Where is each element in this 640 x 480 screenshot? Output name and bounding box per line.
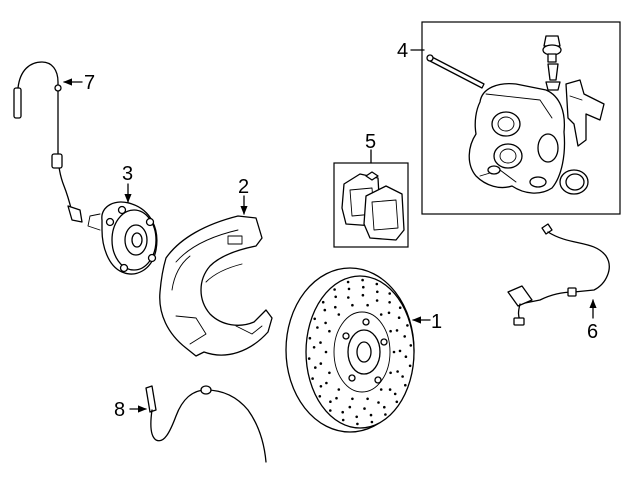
rotor-drill-hole — [329, 400, 332, 404]
rotor-drill-hole — [308, 336, 312, 340]
rotor-drill-hole — [325, 381, 328, 385]
rotor-drill-hole — [366, 397, 369, 401]
rotor-drill-hole — [334, 305, 337, 309]
rotor-drill-hole — [377, 401, 380, 404]
rotor-drill-hole — [319, 341, 322, 344]
rotor-drill-hole — [392, 350, 396, 354]
rotor-drill-hole — [395, 400, 399, 404]
rotor-drill-hole — [384, 413, 387, 416]
rotor-drill-hole — [351, 397, 354, 401]
rotor-drill-hole — [318, 395, 322, 398]
callout-2: 2 — [238, 176, 249, 198]
rotor-drill-hole — [388, 388, 392, 391]
rotor-drill-hole — [328, 371, 331, 375]
rotor-drill-hole — [406, 324, 409, 327]
rotor-drill-hole — [383, 405, 386, 409]
callout-8: 8 — [114, 399, 125, 421]
part-8-rear-speed-sensor[interactable] — [145, 385, 267, 463]
rotor-drill-hole — [324, 350, 328, 354]
rotor-drill-hole — [361, 293, 365, 297]
callout-5: 5 — [365, 131, 376, 153]
part-7-wheel-speed-sensor[interactable] — [13, 61, 83, 223]
rotor-drill-holes — [307, 278, 413, 426]
rotor-drill-hole — [361, 278, 364, 282]
part-1-brake-rotor[interactable] — [285, 267, 415, 433]
rotor-drill-hole — [347, 296, 350, 299]
rotor-drill-hole — [316, 326, 319, 329]
rotor-drill-hole — [389, 371, 392, 375]
callout-7: 7 — [84, 72, 95, 94]
rotor-drill-hole — [401, 375, 404, 378]
rotor-drill-hole — [323, 308, 327, 312]
rotor-drill-hole — [312, 346, 316, 349]
rotor-drill-hole — [348, 405, 352, 409]
callout-4: 4 — [397, 40, 408, 62]
callout-1: 1 — [431, 311, 442, 333]
callout-6: 6 — [587, 321, 598, 343]
rotor-drill-hole — [393, 392, 397, 396]
rotor-drill-hole — [362, 285, 365, 289]
rotor-drill-hole — [404, 355, 408, 359]
rotor-drill-hole — [403, 335, 407, 338]
rotor-drill-hole — [347, 287, 351, 291]
rotor-drill-hole — [408, 364, 412, 368]
rotor-drill-hole — [375, 299, 379, 302]
rotor-drill-hole — [397, 316, 401, 320]
rotor-drill-hole — [321, 300, 325, 304]
rotor-drill-hole — [409, 344, 413, 347]
rotor-drill-hole — [375, 282, 379, 286]
rotor-drill-hole — [379, 313, 383, 316]
rotor-drill-hole — [329, 409, 332, 412]
callout-3: 3 — [122, 163, 133, 185]
part-3-wheel-hub[interactable] — [87, 201, 158, 275]
rotor-drill-hole — [313, 317, 317, 321]
rotor-drill-hole — [341, 410, 345, 414]
rotor-drill-hole — [355, 415, 359, 419]
rotor-drill-hole — [356, 422, 359, 426]
rotor-drill-hole — [351, 303, 354, 307]
part-6-pad-wear-sensor[interactable] — [507, 223, 610, 326]
rotor-drill-hole — [396, 370, 399, 373]
rotor-drill-hole — [328, 329, 331, 333]
rotor-drill-hole — [376, 290, 379, 294]
rotor-drill-hole — [341, 418, 345, 422]
rotor-drill-hole — [319, 362, 323, 365]
rotor-drill-hole — [337, 388, 341, 391]
part-4-caliper-assembly[interactable] — [421, 21, 621, 215]
rotor-drill-hole — [334, 295, 338, 299]
rotor-drill-hole — [324, 321, 327, 325]
rotor-drill-hole — [311, 377, 314, 380]
rotor-drill-hole — [388, 301, 391, 304]
rotor-drill-hole — [314, 366, 317, 369]
rotor-drill-hole — [319, 385, 323, 388]
rotor-drill-hole — [389, 329, 392, 333]
rotor-drill-hole — [366, 303, 369, 307]
rotor-drill-hole — [395, 329, 399, 332]
rotor-drill-hole — [369, 413, 373, 417]
part-2-brake-shield[interactable] — [159, 215, 273, 357]
rotor-drill-hole — [337, 313, 341, 316]
callout-leaders — [63, 49, 597, 413]
rotor-drill-hole — [363, 407, 366, 410]
rotor-drill-hole — [398, 306, 402, 310]
rotor-drill-hole — [333, 288, 336, 291]
part-5-brake-pads[interactable] — [333, 162, 409, 248]
rotor-drill-hole — [388, 292, 392, 295]
rotor-drill-hole — [307, 357, 311, 360]
rotor-drill-hole — [387, 311, 391, 315]
rotor-drill-hole — [335, 396, 338, 400]
rotor-drill-hole — [398, 349, 402, 353]
rotor-drill-hole — [404, 383, 407, 387]
rotor-drill-hole — [346, 280, 350, 284]
rotor-drill-hole — [370, 420, 374, 424]
rotor-drill-hole — [379, 388, 383, 391]
